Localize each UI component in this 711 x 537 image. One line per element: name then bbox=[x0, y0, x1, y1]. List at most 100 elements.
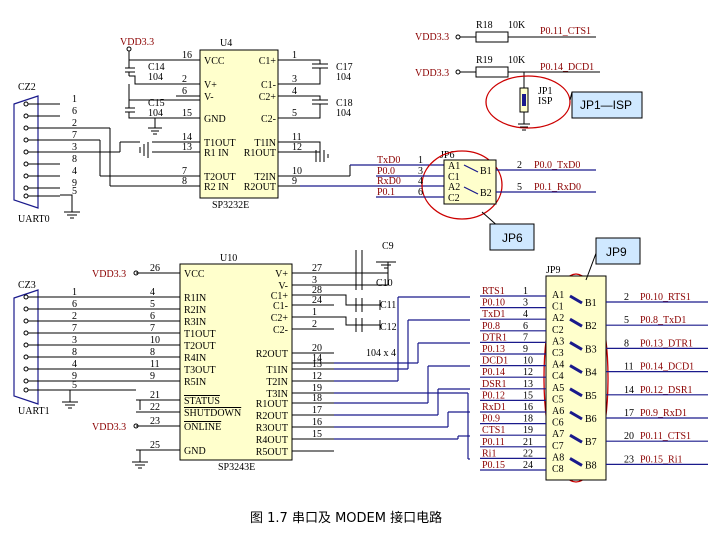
cz3-pin-num: 7 bbox=[72, 323, 77, 334]
cz2-pin-num: 1 bbox=[72, 94, 77, 105]
jp9-left-num: 9 bbox=[523, 344, 528, 355]
cz2-pin-num: 5 bbox=[72, 186, 77, 197]
u10-right-pin-num: 28 bbox=[312, 285, 322, 296]
u10-right-pin-name: R2OUT bbox=[256, 411, 288, 422]
jp9-left-pin: A3 bbox=[552, 336, 564, 347]
u4-right-pin-name: C1- bbox=[261, 80, 276, 91]
u10-right-pin-num: 17 bbox=[312, 405, 322, 416]
c15-label: C15 bbox=[148, 98, 165, 109]
u10-left-pin-name: R2IN bbox=[184, 305, 206, 316]
jp9-left-pin: C7 bbox=[552, 441, 564, 452]
u10-right-pin-num: 14 bbox=[312, 353, 322, 364]
uart1-label: UART1 bbox=[18, 406, 50, 417]
jp9-left-net: Ri1 bbox=[482, 448, 496, 459]
jp9-right-pin: B4 bbox=[585, 368, 597, 379]
jp9-left-net: P0.14 bbox=[482, 367, 505, 378]
u4-part: SP3232E bbox=[212, 200, 249, 211]
vdd-u10: VDD3.3 bbox=[92, 269, 126, 280]
gnd-symbol-u4 bbox=[148, 118, 162, 135]
jp9-right-pin: B1 bbox=[585, 298, 597, 309]
r18-net: P0.11_CTS1 bbox=[540, 26, 591, 37]
cz2-pin-num: 7 bbox=[72, 130, 77, 141]
jp9-left-net: DTR1 bbox=[482, 332, 507, 343]
u10-right-pin-num: 2 bbox=[312, 319, 317, 330]
jp9-left-pin: C2 bbox=[552, 325, 564, 336]
jp9-right-pin: B2 bbox=[585, 321, 597, 332]
u10-right-pin-name: C2- bbox=[273, 325, 288, 336]
u10-right-pin-name: T3IN bbox=[266, 389, 288, 400]
u4-right-pin-num: 5 bbox=[292, 108, 297, 119]
jp9-left-pin: A7 bbox=[552, 429, 564, 440]
jp6-ref: JP6 bbox=[440, 150, 454, 161]
u4-left-pin-name: R1 IN bbox=[204, 148, 229, 159]
r19-resistor bbox=[475, 66, 509, 78]
jp9-left-num: 24 bbox=[523, 460, 533, 471]
u4-chip bbox=[199, 49, 279, 199]
jp6-left-pin: A2 bbox=[448, 182, 460, 193]
jp6-right-pin: B1 bbox=[480, 166, 492, 177]
jp9-right-pin: B6 bbox=[585, 414, 597, 425]
isp-network: VDD3.3 R18 10K P0.11_CTS1 VDD3.3 R19 10K… bbox=[415, 20, 643, 131]
jp9-left-num: 1 bbox=[523, 286, 528, 297]
c17-label: C17 bbox=[336, 62, 353, 73]
u10-right-pin-name: T2IN bbox=[266, 377, 288, 388]
jp6-left-num: 3 bbox=[418, 166, 423, 177]
u10-right-pin-name: C1+ bbox=[271, 291, 289, 302]
u10-left-pin-num: 9 bbox=[150, 371, 155, 382]
jp9-left-num: 12 bbox=[523, 367, 533, 378]
jp9-left-net: DCD1 bbox=[482, 356, 508, 367]
jp9-left-pin: A6 bbox=[552, 406, 564, 417]
u10-right-pin-num: 12 bbox=[312, 371, 322, 382]
u10-left-pin-name: T2OUT bbox=[184, 341, 216, 352]
cz2-label: CZ2 bbox=[18, 82, 36, 93]
jp9-left-num: 4 bbox=[523, 309, 528, 320]
u10-left-pin-num: 8 bbox=[150, 347, 155, 358]
u10-left-pin-name: R4IN bbox=[184, 353, 206, 364]
r19-value: 10K bbox=[508, 55, 526, 66]
jp9-right-net: P0.8_TxD1 bbox=[640, 315, 686, 326]
u10-right-pin-name: R3OUT bbox=[256, 423, 288, 434]
u10-right-pin-num: 15 bbox=[312, 429, 322, 440]
jp9-left-num: 6 bbox=[523, 321, 528, 332]
jp1-highlight bbox=[485, 75, 571, 129]
jp6-left-num: 4 bbox=[418, 176, 423, 187]
u4-left-pin-name: T2OUT bbox=[204, 172, 236, 183]
vdd-online: VDD3.3 bbox=[92, 422, 126, 433]
u10-left-pin-name: R3IN bbox=[184, 317, 206, 328]
jp9-left-num: 13 bbox=[523, 379, 533, 390]
u10-right-pin-name: V+ bbox=[275, 269, 288, 280]
jp9-right-num: 17 bbox=[624, 408, 634, 419]
jp9-left-pin: C5 bbox=[552, 394, 564, 405]
u10-left-pin-num: 23 bbox=[150, 416, 160, 427]
jp6-left-net: P0.1 bbox=[377, 187, 395, 198]
u10-left-pin-name: T1OUT bbox=[184, 329, 216, 340]
cz2-pin-num: 4 bbox=[72, 166, 77, 177]
jp9-right-pin: B5 bbox=[585, 391, 597, 402]
jp9-right-num: 8 bbox=[624, 338, 629, 349]
jp9-right-net: P0.13_DTR1 bbox=[640, 338, 693, 349]
u10-right-pin-name: R1OUT bbox=[256, 399, 288, 410]
u4-right-pin-name: T2IN bbox=[254, 172, 276, 183]
jp9-left-num: 16 bbox=[523, 402, 533, 413]
u10-ref: U10 bbox=[220, 253, 237, 264]
u10-right-pin-num: 16 bbox=[312, 417, 322, 428]
c11-label: C11 bbox=[380, 300, 396, 311]
jp9-left-num: 10 bbox=[523, 356, 533, 367]
u10-right-pin-num: 19 bbox=[312, 383, 322, 394]
r19-net: P0.14_DCD1 bbox=[540, 62, 594, 73]
jp9-left-num: 22 bbox=[523, 448, 533, 459]
u4-left-pin-num: 16 bbox=[182, 50, 192, 61]
jp6-left-net: TxD0 bbox=[377, 155, 400, 166]
u4-right-pin-name: T1IN bbox=[254, 138, 276, 149]
jp9-right-num: 23 bbox=[624, 454, 634, 465]
jp9-left-net: P0.13 bbox=[482, 344, 505, 355]
u4-right-pin-num: 1 bbox=[292, 50, 297, 61]
jp6-left-num: 6 bbox=[418, 187, 423, 198]
u10-left-pin-name: VCC bbox=[184, 269, 205, 280]
jp9-left-pin: A2 bbox=[552, 313, 564, 324]
u10-left-pin-num: 26 bbox=[150, 263, 160, 274]
r18-value: 10K bbox=[508, 20, 526, 31]
